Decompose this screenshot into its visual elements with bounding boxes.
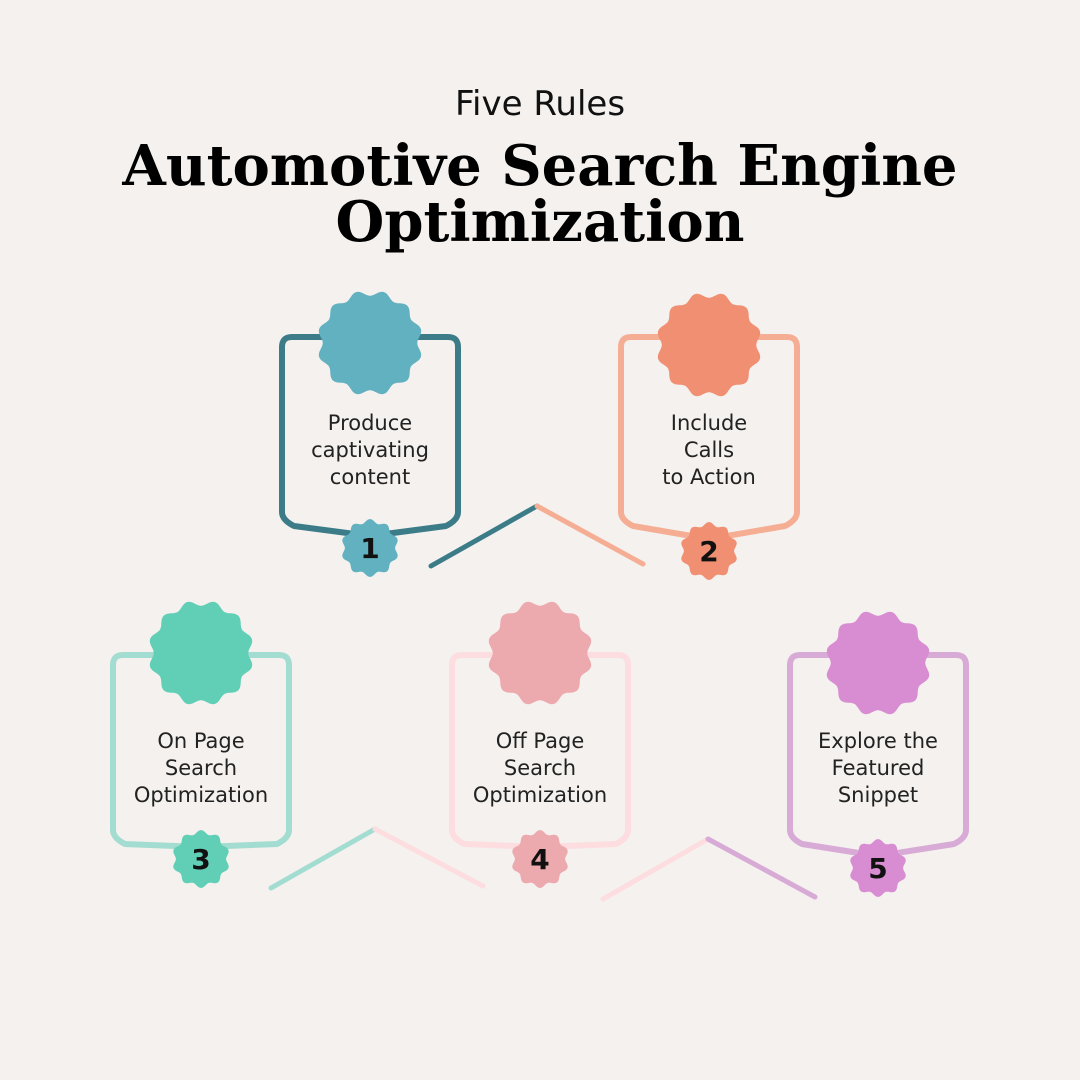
subtitle: Five Rules xyxy=(454,84,626,124)
rule-text-line: content xyxy=(330,465,410,489)
connectors xyxy=(268,503,818,902)
rule-text-line: Optimization xyxy=(473,783,607,807)
rule-frame xyxy=(110,652,292,850)
rule-text-line: Featured xyxy=(832,756,925,780)
rule-frame xyxy=(449,652,631,850)
rule-text-line: Calls xyxy=(684,438,734,462)
rule-text-line: On Page xyxy=(157,729,244,753)
number-seal-icon xyxy=(512,830,568,888)
title-line-2: Optimization xyxy=(335,189,745,255)
badge-seal-icon xyxy=(149,601,253,705)
rule-number: 4 xyxy=(530,843,549,876)
rule-number: 1 xyxy=(360,532,379,565)
rule-number: 2 xyxy=(699,535,718,568)
badge-seal-icon xyxy=(826,611,930,715)
rule-card-1: 1 Produce captivating content xyxy=(279,291,461,577)
connector-3-right xyxy=(705,836,818,900)
number-seal-icon xyxy=(173,830,229,888)
number-seal-icon xyxy=(342,519,398,577)
connector-1-left xyxy=(428,503,540,569)
number-seal-icon xyxy=(681,522,737,580)
rule-text-line: Search xyxy=(504,756,576,780)
badge-seal-icon xyxy=(318,291,422,395)
connector-2-left xyxy=(268,826,378,891)
rule-text-line: captivating xyxy=(311,438,429,462)
rule-text-line: to Action xyxy=(662,465,756,489)
rule-text-line: Off Page xyxy=(496,729,585,753)
connector-2-right xyxy=(372,826,486,889)
title-line-1: Automotive Search Engine xyxy=(122,133,958,199)
number-seal-icon xyxy=(850,839,906,897)
rule-number: 3 xyxy=(191,843,210,876)
rule-text-line: Snippet xyxy=(838,783,918,807)
rule-text-line: Produce xyxy=(328,411,412,435)
connector-1-right xyxy=(534,503,646,567)
rule-frame xyxy=(618,334,800,542)
rule-frame xyxy=(279,334,461,539)
rule-text-line: Include xyxy=(671,411,747,435)
connector-3-left xyxy=(600,836,711,902)
badge-seal-icon xyxy=(657,293,761,397)
rule-text-line: Explore the xyxy=(818,729,938,753)
page-title: Automotive Search Engine Optimization xyxy=(0,138,1080,250)
rule-text-line: Search xyxy=(165,756,237,780)
rule-number: 5 xyxy=(868,852,887,885)
badge-seal-icon xyxy=(488,601,592,705)
rule-frame xyxy=(787,652,969,859)
rule-text-line: Optimization xyxy=(134,783,268,807)
